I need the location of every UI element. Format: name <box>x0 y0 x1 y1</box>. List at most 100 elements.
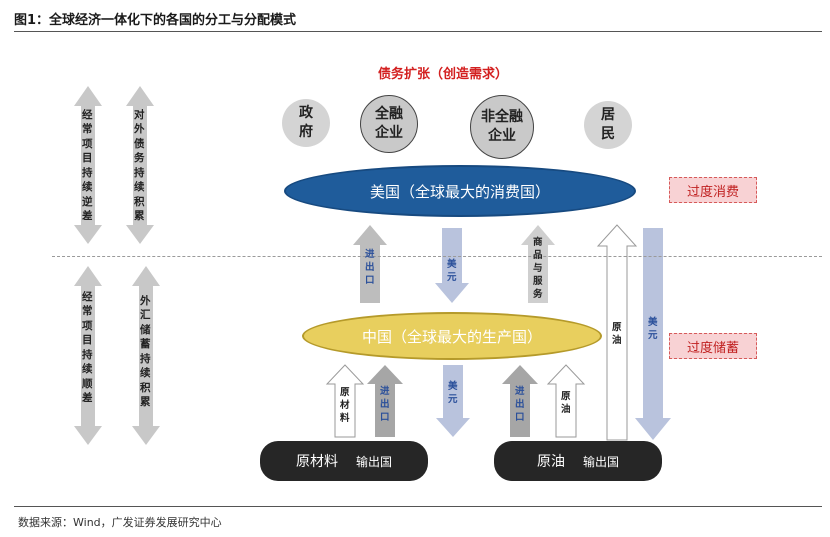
figure-title: 图1：全球经济一体化下的各国的分工与分配模式 <box>14 13 297 28</box>
label-current-account-surplus-char: 续 <box>82 363 93 376</box>
left-double-arrow-bottom-b <box>132 266 160 445</box>
left-double-arrow-top-a <box>74 86 102 244</box>
left-double-arrow-top-b <box>126 86 154 244</box>
label-goods-services-char: 与 <box>533 263 543 275</box>
label-current-account-deficit-char: 经 <box>82 109 93 121</box>
raw-material-exporter: 原材料 输出国 <box>260 441 428 481</box>
label-fx-reserve-accumulation-char: 积 <box>140 381 151 394</box>
label-usd-mid-char: 元 <box>448 394 458 406</box>
label-import-export-oil-char: 出 <box>515 399 525 411</box>
over-consumption-tag: 过度消费 <box>669 177 757 203</box>
label-external-debt-accumulation-char: 务 <box>134 152 145 165</box>
china-producer-node: 中国（全球最大的生产国） <box>302 312 602 360</box>
entity-financial-firms: 全融企业 <box>360 95 418 153</box>
label-import-export-raw-char: 口 <box>380 412 390 424</box>
label-current-account-surplus-char: 差 <box>82 392 93 405</box>
label-external-debt-accumulation-char: 债 <box>134 137 145 150</box>
label-import-export-raw-char: 出 <box>380 399 390 411</box>
arrow-oil-trade <box>502 365 538 437</box>
label-external-debt-accumulation-char: 持 <box>134 166 145 179</box>
label-current-account-surplus-char: 常 <box>82 305 93 318</box>
oil-exporter-suffix: 输出国 <box>582 454 619 469</box>
label-goods-services-char: 品 <box>533 250 543 262</box>
label-usd-top: 美元 <box>447 258 457 284</box>
label-raw-materials-char: 原 <box>340 387 350 398</box>
arrow-us-to-china-usd <box>435 228 469 303</box>
arrow-usd-to-oil-exporter <box>635 228 671 440</box>
oil-exporter-name: 原油 <box>536 454 565 470</box>
label-usd-right: 美元 <box>648 316 658 342</box>
arrow-oil-to-us <box>596 224 638 441</box>
label-current-account-deficit: 经常项目持续逆差 <box>82 108 93 224</box>
label-usd-top-char: 元 <box>447 272 457 284</box>
label-current-account-deficit-char: 项 <box>82 137 93 150</box>
label-external-debt-accumulation-char: 积 <box>134 195 145 208</box>
footer-rule <box>14 506 822 507</box>
label-current-account-deficit-char: 常 <box>82 123 93 136</box>
label-fx-reserve-accumulation-char: 外 <box>140 295 151 307</box>
label-oil-small: 原油 <box>561 390 571 416</box>
entity-residents: 居民 <box>584 101 632 149</box>
label-current-account-surplus-char: 顺 <box>82 377 93 390</box>
label-current-account-surplus-char: 项 <box>82 319 93 332</box>
label-import-export-oil-char: 进 <box>515 386 525 397</box>
label-usd-top-char: 美 <box>447 259 457 270</box>
label-current-account-surplus: 经常项目持续顺差 <box>82 290 93 406</box>
oil-exporter: 原油 输出国 <box>494 441 662 481</box>
raw-exporter-suffix: 输出国 <box>355 454 392 469</box>
over-saving-tag: 过度储蓄 <box>669 333 757 359</box>
left-double-arrow-bottom-a <box>74 266 102 445</box>
label-fx-reserve-accumulation-char: 续 <box>140 367 151 380</box>
arrow-china-to-us-trade <box>353 225 387 303</box>
title-rule <box>14 31 822 32</box>
label-oil-up-char: 原 <box>612 322 622 333</box>
label-import-export-oil-char: 口 <box>515 412 525 424</box>
label-fx-reserve-accumulation-char: 持 <box>140 352 151 365</box>
entity-government: 政府 <box>282 99 330 147</box>
label-external-debt-accumulation-char: 续 <box>134 181 145 194</box>
label-external-debt-accumulation-char: 对 <box>134 109 145 121</box>
arrow-raw-materials-to-china <box>325 364 365 438</box>
label-usd-mid-char: 美 <box>448 381 458 392</box>
label-external-debt-accumulation-char: 外 <box>134 123 145 136</box>
entity-nonfinancial-line1: 非全融 <box>481 109 523 126</box>
entity-government-line2: 府 <box>299 124 313 140</box>
source-note: 数据来源：Wind，广发证券发展研究中心 <box>18 516 222 529</box>
label-usd-right-char: 元 <box>648 330 658 342</box>
entity-nonfinancial-line2: 企业 <box>488 128 516 144</box>
raw-exporter-name: 原材料 <box>295 454 338 470</box>
label-fx-reserve-accumulation: 外汇储蓄持续积累 <box>140 294 151 410</box>
section-divider <box>52 256 822 257</box>
label-oil-small-char: 油 <box>561 404 571 416</box>
label-fx-reserve-accumulation-char: 蓄 <box>140 338 151 351</box>
entity-residents-line2: 民 <box>601 126 615 142</box>
label-raw-materials-char: 料 <box>340 413 350 425</box>
label-goods-services: 商品与服务 <box>533 236 543 302</box>
label-current-account-surplus-char: 持 <box>82 348 93 361</box>
label-current-account-surplus-char: 经 <box>82 291 93 303</box>
label-goods-services-char: 务 <box>533 289 543 301</box>
entity-financial-line2: 企业 <box>375 125 403 141</box>
label-import-export-raw-char: 进 <box>380 386 390 397</box>
label-fx-reserve-accumulation-char: 储 <box>140 323 151 336</box>
label-fx-reserve-accumulation-char: 汇 <box>140 309 151 322</box>
label-raw-materials-char: 材 <box>340 400 350 412</box>
debt-expansion-title: 债务扩张（创造需求） <box>378 67 509 82</box>
label-import-export-us: 进出口 <box>365 248 375 287</box>
entity-financial-line1: 全融 <box>375 106 403 123</box>
label-current-account-surplus-char: 目 <box>82 334 93 347</box>
label-import-export-oil: 进出口 <box>515 385 525 424</box>
label-usd-right-char: 美 <box>648 317 658 328</box>
arrow-china-usd-down <box>436 365 470 437</box>
label-current-account-deficit-char: 差 <box>82 210 93 223</box>
label-external-debt-accumulation: 对外债务持续积累 <box>134 108 145 224</box>
arrow-oil-to-china <box>546 364 586 438</box>
label-oil-small-char: 原 <box>561 391 571 402</box>
label-external-debt-accumulation-char: 累 <box>134 210 145 223</box>
label-goods-services-char: 商 <box>533 237 543 248</box>
label-import-export-raw: 进出口 <box>380 385 390 424</box>
label-raw-materials: 原材料 <box>340 386 350 425</box>
label-oil-up: 原油 <box>612 321 622 347</box>
label-fx-reserve-accumulation-char: 累 <box>140 396 151 409</box>
